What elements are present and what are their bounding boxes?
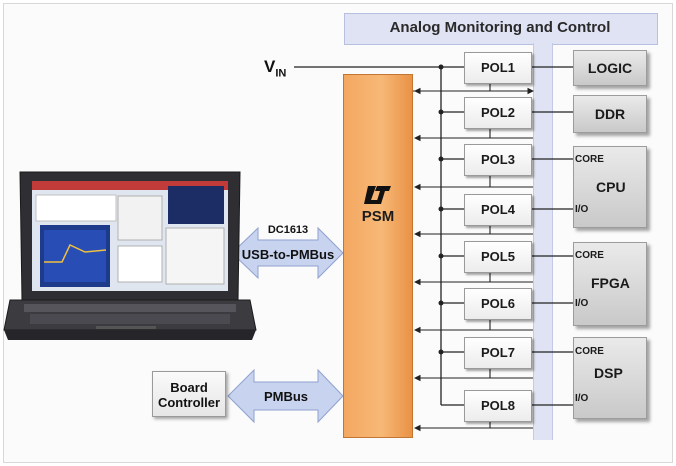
- vin-main: V: [264, 57, 276, 76]
- board-controller-line2: Controller: [157, 395, 221, 410]
- board-controller-line1: Board: [170, 380, 208, 395]
- dc1613-label: DC1613: [267, 224, 309, 236]
- pol7-box: POL7: [464, 337, 532, 369]
- pmbus-label: PMBus: [263, 389, 309, 404]
- fpga-label: FPGA: [591, 275, 630, 291]
- monitoring-title: Analog Monitoring and Control: [389, 19, 611, 36]
- logic-block: LOGIC: [573, 50, 647, 86]
- ddr-block: DDR: [573, 95, 647, 133]
- cpu-block: CORE CPU I/O: [573, 146, 647, 228]
- dsp-block: CORE DSP I/O: [573, 337, 647, 419]
- pol3-box: POL3: [464, 144, 532, 176]
- fpga-io-label: I/O: [575, 298, 589, 309]
- logic-label: LOGIC: [587, 60, 633, 76]
- dsp-io-label: I/O: [575, 393, 589, 404]
- ddr-label: DDR: [594, 106, 626, 122]
- pol2-box: POL2: [464, 97, 532, 129]
- cpu-label: CPU: [596, 179, 626, 195]
- pol5-box: POL5: [464, 241, 532, 273]
- pol8-box: POL8: [464, 390, 532, 422]
- psm-label: PSM: [361, 208, 395, 225]
- board-controller-block: Board Controller: [152, 371, 226, 417]
- usb-to-pmbus-label: USB-to-PMBus: [241, 247, 335, 262]
- cpu-io-label: I/O: [575, 204, 589, 215]
- pol1-box: POL1: [464, 52, 532, 84]
- monitoring-band: [344, 13, 658, 45]
- laptop-icon: [3, 171, 257, 340]
- pol6-box: POL6: [464, 288, 532, 320]
- psm-block: [343, 74, 413, 438]
- dsp-label: DSP: [594, 365, 623, 381]
- lt-logo-icon: [364, 186, 391, 204]
- pol4-box: POL4: [464, 194, 532, 226]
- fpga-block: CORE FPGA I/O: [573, 242, 647, 326]
- monitoring-bus: [533, 43, 553, 440]
- dsp-core-label: CORE: [575, 346, 604, 357]
- cpu-core-label: CORE: [575, 154, 604, 165]
- vin-sub: IN: [275, 67, 287, 80]
- vin-label: VIN: [264, 57, 286, 79]
- fpga-core-label: CORE: [575, 250, 604, 261]
